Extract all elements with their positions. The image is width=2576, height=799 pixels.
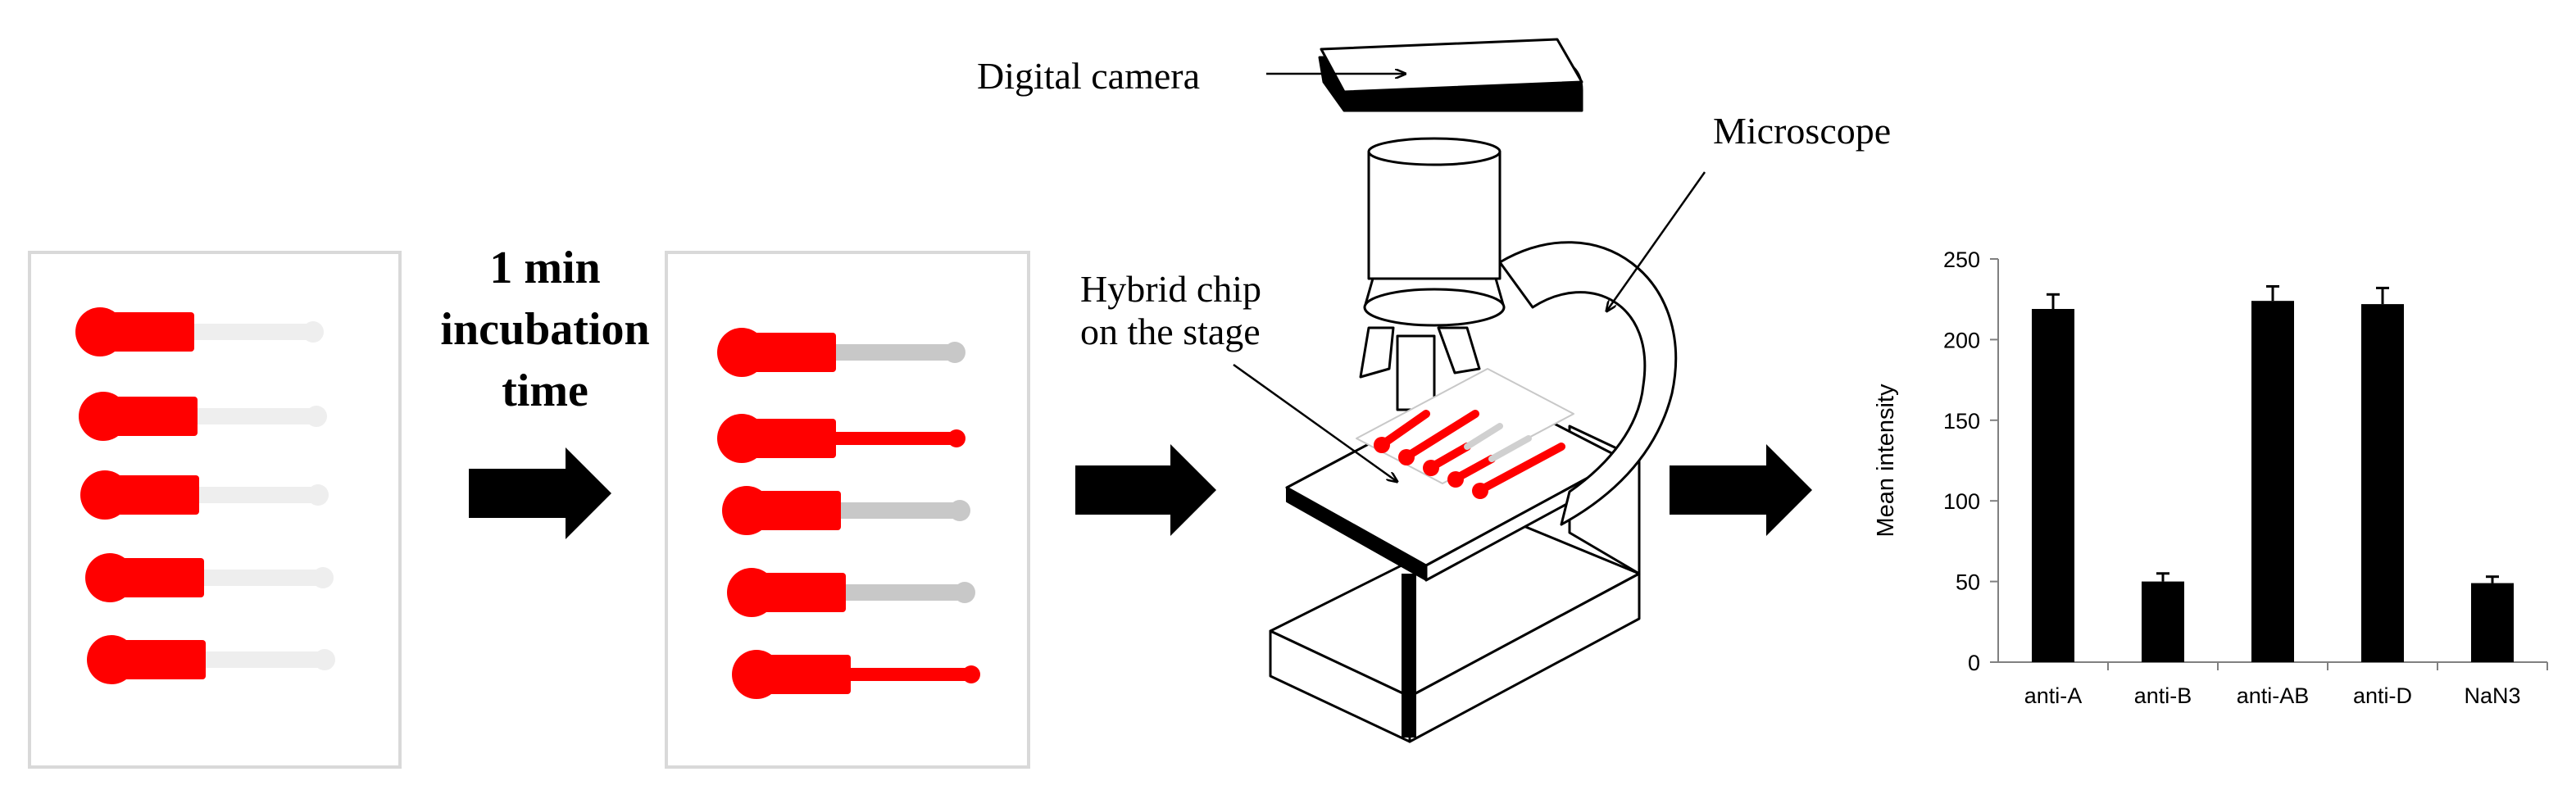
channel-end [962, 665, 980, 683]
x-tick-label: anti-A [2024, 683, 2083, 708]
chip-channel [727, 568, 975, 617]
y-tick-label: 0 [1968, 651, 1980, 675]
chip-channels-after [717, 328, 980, 699]
sample-reservoir [756, 655, 851, 694]
y-axis-title: Mean intensity [1873, 384, 1899, 537]
chip-channel [79, 392, 327, 441]
sample-reservoir [110, 558, 204, 597]
chip-channels-before [75, 307, 335, 684]
y-tick-label: 200 [1943, 328, 1980, 352]
sample-reservoir [747, 491, 841, 530]
x-tick-label: NaN3 [2464, 683, 2520, 708]
y-tick-label: 100 [1943, 489, 1980, 514]
hybrid-chip-pointer [1233, 363, 1397, 482]
y-tick-label: 150 [1943, 409, 1980, 434]
sample-inlet [722, 486, 771, 535]
sample-inlet [80, 470, 129, 520]
chip-channel [80, 470, 329, 520]
sample-inlet [87, 635, 136, 684]
sample-inlet [732, 650, 781, 699]
chip-channel [85, 553, 334, 602]
sample-reservoir [752, 573, 846, 612]
incubation-label-line2: incubation [440, 304, 649, 355]
bar-anti-ab [2251, 301, 2294, 662]
channel-end [954, 582, 975, 603]
chip-channel [87, 635, 335, 684]
incubation-label-line3: time [502, 365, 588, 416]
microscope-illustration [1269, 38, 1678, 743]
sample-inlet [75, 307, 125, 356]
sample-inlet [79, 392, 128, 441]
microscope-label: Microscope [1713, 110, 1891, 152]
sample-reservoir [100, 312, 194, 352]
x-tick-label: anti-AB [2237, 683, 2310, 708]
channel-end [307, 484, 329, 506]
channel-end [944, 342, 965, 363]
intensity-bar-chart: Mean intensity 0 50 100 150 200 250 anti-A ant… [1873, 247, 2548, 708]
hybrid-chip-label-line2: on the stage [1080, 311, 1261, 352]
microscope-pointer [1606, 171, 1706, 311]
digital-camera-label: Digital camera [977, 55, 1200, 97]
chip-channel [722, 486, 970, 535]
channel-end [949, 500, 970, 521]
channel-end [947, 429, 965, 447]
stage-chip-channels [1374, 410, 1565, 499]
bar-nan3 [2471, 583, 2514, 662]
sample-inlet [717, 328, 766, 377]
sample-reservoir [742, 333, 836, 372]
channel-end [306, 406, 327, 427]
sample-inlet [717, 414, 766, 463]
x-tick-label: anti-D [2353, 683, 2412, 708]
flow-arrow-3 [1670, 444, 1812, 536]
channel-end [314, 649, 335, 670]
hybrid-chip-label-line1: Hybrid chip [1080, 268, 1261, 310]
flow-arrow-2 [1075, 444, 1216, 536]
incubation-label-line1: 1 min [489, 243, 600, 293]
sample-reservoir [103, 397, 198, 436]
chip-channel [717, 414, 965, 463]
sample-inlet [85, 553, 134, 602]
sample-reservoir [105, 475, 199, 515]
chip-channel [732, 650, 980, 699]
sample-reservoir [111, 640, 206, 679]
channel-end [302, 321, 324, 343]
flow-arrow-1 [469, 447, 611, 539]
channel-end [312, 567, 334, 588]
sample-reservoir [742, 419, 836, 458]
bar-anti-a [2032, 309, 2074, 662]
y-tick-label: 250 [1943, 247, 1980, 272]
x-tick-label: anti-B [2134, 683, 2192, 708]
bar-anti-b [2142, 581, 2184, 662]
chip-channel [717, 328, 965, 377]
y-tick-label: 50 [1956, 570, 1980, 595]
bar-anti-d [2361, 304, 2404, 662]
sample-inlet [727, 568, 776, 617]
chip-channel [75, 307, 324, 356]
